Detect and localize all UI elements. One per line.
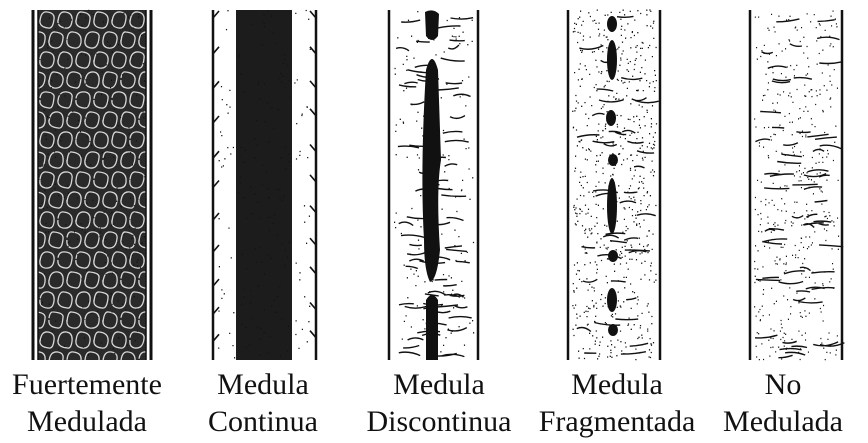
caption-line-2: Discontinua xyxy=(354,403,524,440)
caption-medula-discontinua: Medula Discontinua xyxy=(354,366,524,440)
caption-line-2: Medulada xyxy=(698,403,868,440)
caption-line-2: Fragmentada xyxy=(532,403,702,440)
hair-non-medullated xyxy=(750,10,844,360)
caption-line-1: Medula xyxy=(178,366,348,403)
hair-fragmented-medulla xyxy=(568,10,660,360)
caption-line-2: Medulada xyxy=(2,403,172,440)
hair-discontinuous-medulla xyxy=(389,10,478,360)
caption-no-medulada: No Medulada xyxy=(698,366,868,440)
hair-strongly-medullated xyxy=(22,10,153,368)
caption-line-1: Fuertemente xyxy=(2,366,172,403)
caption-line-1: Medula xyxy=(354,366,524,403)
caption-line-1: No xyxy=(698,366,868,403)
caption-line-1: Medula xyxy=(532,366,702,403)
caption-medula-continua: Medula Continua xyxy=(178,366,348,440)
caption-medula-fragmentada: Medula Fragmentada xyxy=(532,366,702,440)
caption-fuertemente-medulada: Fuertemente Medulada xyxy=(2,366,172,440)
hair-continuous-medulla xyxy=(213,10,316,360)
caption-line-2: Continua xyxy=(178,403,348,440)
